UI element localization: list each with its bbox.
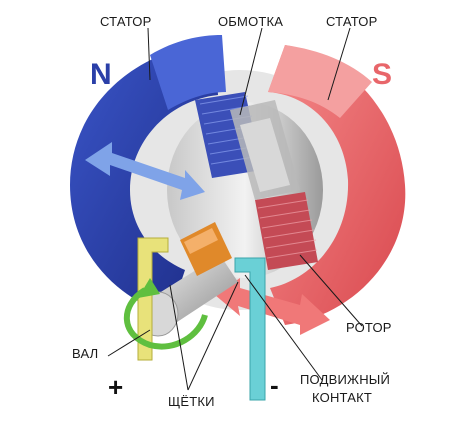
label-shaft: ВАЛ: [72, 346, 99, 361]
rotation-arrow-green: [123, 287, 208, 350]
label-contact-line2: КОНТАКТ: [312, 390, 373, 405]
stator-south-top-face: [268, 45, 372, 118]
label-contact-line1: ПОДВИЖНЫЙ: [300, 372, 391, 387]
winding-lines-red: [257, 199, 318, 259]
commutator-highlight: [184, 228, 218, 254]
stator-north-top-face: [150, 35, 226, 110]
commutator: [180, 222, 232, 276]
stator-south: [268, 45, 406, 325]
leader-lines: [107, 27, 363, 391]
rotation-arrowhead: [138, 278, 160, 298]
brush-negative: [234, 257, 266, 401]
brush-positive: [137, 237, 169, 361]
label-rotor: РОТОР: [346, 320, 392, 335]
field-arrow-red: [215, 278, 330, 335]
label-stator-left: СТАТОР: [100, 14, 152, 29]
rotor-plate-light: [240, 118, 290, 192]
terminal-positive: +: [108, 372, 124, 402]
pole-north: N: [90, 58, 112, 91]
label-winding: ОБМОТКА: [218, 14, 284, 29]
pole-south: S: [372, 58, 393, 91]
terminal-negative: -: [270, 370, 279, 400]
label-stator-right: СТАТОР: [326, 14, 378, 29]
stator-north: [70, 42, 218, 315]
field-arrow-blue: [85, 142, 205, 200]
label-brushes: ЩЁТКИ: [168, 394, 215, 409]
